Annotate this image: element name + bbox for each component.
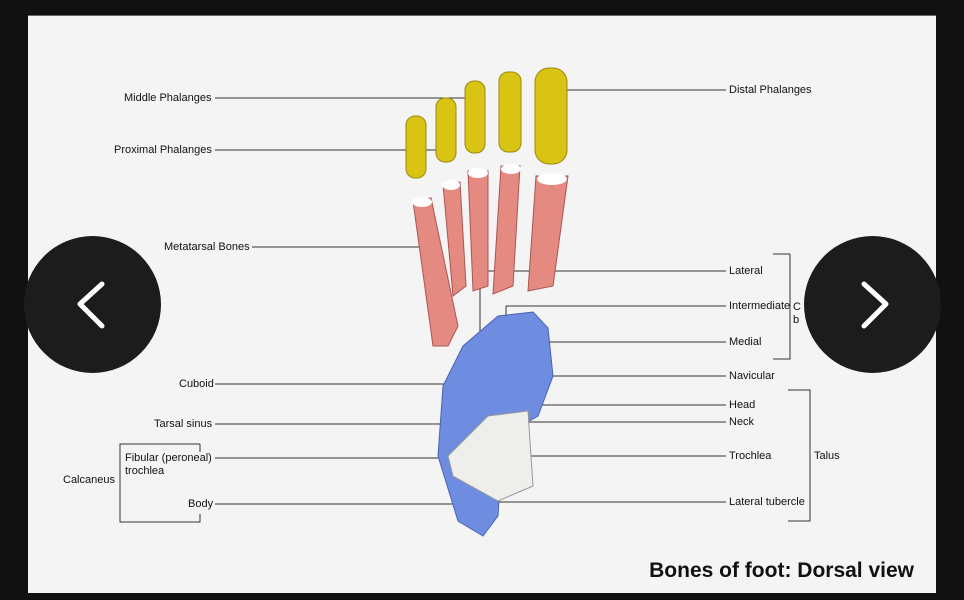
label-fibular-trochlea-2: trochlea — [125, 465, 165, 477]
label-distal-phalanges: Distal Phalanges — [729, 84, 812, 96]
label-cuneiform-partial-2: b — [793, 314, 800, 326]
label-lateral: Lateral — [729, 265, 763, 277]
label-body: Body — [188, 498, 214, 510]
image-viewer: Middle Phalanges Proximal Phalanges Meta… — [28, 15, 936, 593]
label-middle-phalanges: Middle Phalanges — [124, 92, 212, 104]
label-navicular: Navicular — [729, 370, 775, 382]
label-neck: Neck — [729, 416, 755, 428]
previous-image-button[interactable] — [24, 236, 161, 373]
label-intermediate: Intermediate — [729, 300, 791, 312]
chevron-right-icon — [861, 281, 889, 329]
label-cuboid: Cuboid — [179, 378, 214, 390]
label-lateral-tubercle: Lateral tubercle — [729, 496, 805, 508]
label-cuneiform-partial: C — [793, 301, 801, 313]
image-caption: Bones of foot: Dorsal view — [649, 559, 914, 582]
label-metatarsal-bones: Metatarsal Bones — [164, 241, 250, 253]
label-head: Head — [729, 399, 756, 411]
label-talus: Talus — [814, 450, 840, 462]
foot-bones-diagram — [119, 67, 811, 537]
next-image-button[interactable] — [804, 236, 941, 373]
label-proximal-phalanges: Proximal Phalanges — [114, 144, 212, 156]
label-fibular-trochlea: Fibular (peroneal) — [125, 452, 212, 464]
label-calcaneus: Calcaneus — [63, 474, 115, 486]
label-tarsal-sinus: Tarsal sinus — [154, 418, 213, 430]
label-medial: Medial — [729, 336, 762, 348]
label-trochlea: Trochlea — [729, 450, 772, 462]
chevron-left-icon — [77, 281, 105, 329]
